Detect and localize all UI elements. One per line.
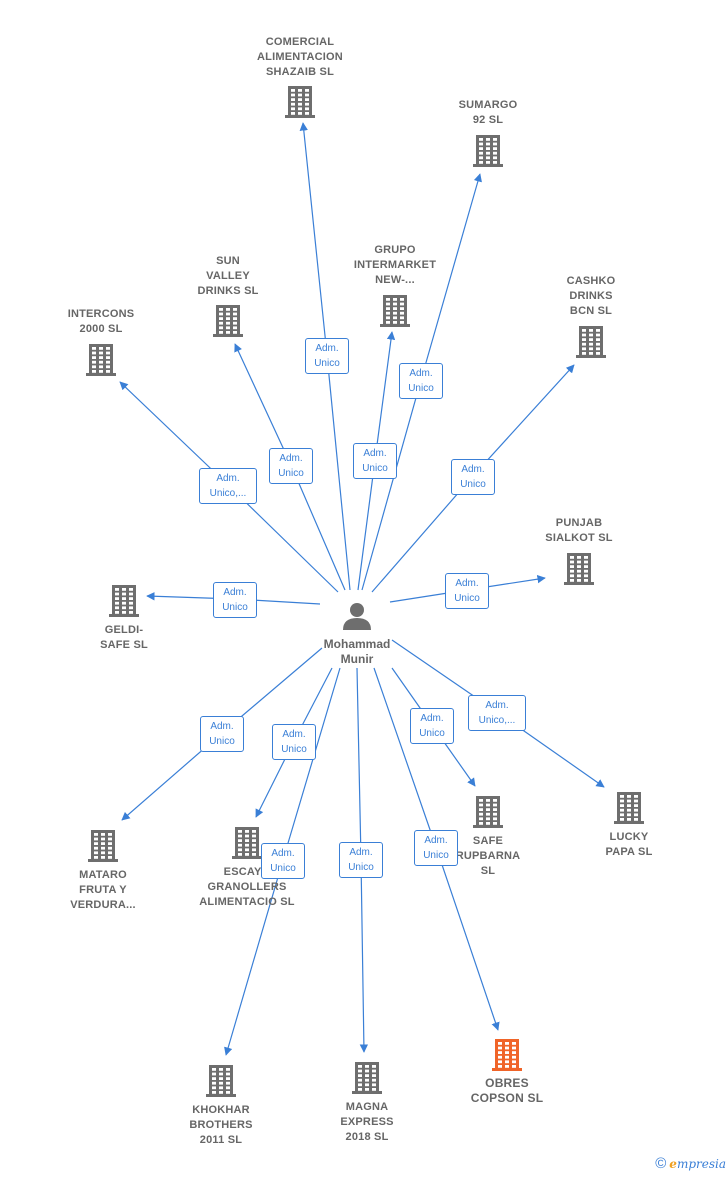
role-badge-comercial-alimentacion-shazaib[interactable]: Adm. Unico	[305, 338, 349, 374]
role-badge-geldi-safe[interactable]: Adm. Unico	[213, 582, 257, 618]
company-label-escayo-granollers[interactable]: ESCAYO GRANOLLERS ALIMENTACIO SL	[199, 866, 295, 908]
sun-valley-drinks-building-icon[interactable]	[213, 305, 243, 337]
company-label-cashko-drinks-bcn[interactable]: CASHKO DRINKS BCN SL	[566, 275, 616, 317]
company-label-magna-express[interactable]: MAGNA EXPRESS 2018 SL	[340, 1101, 394, 1143]
role-badge-escayo-granollers[interactable]: Adm. Unico	[272, 724, 316, 760]
company-label-khokhar-brothers[interactable]: KHOKHAR BROTHERS 2011 SL	[189, 1104, 253, 1146]
company-label-punjab-sialkot[interactable]: PUNJAB SIALKOT SL	[545, 517, 613, 544]
mataro-fruta-building-icon[interactable]	[88, 830, 118, 862]
nodes-layer	[86, 86, 644, 1097]
cashko-drinks-bcn-building-icon[interactable]	[576, 326, 606, 358]
company-label-mataro-fruta[interactable]: MATARO FRUTA Y VERDURA...	[70, 869, 136, 911]
company-label-obres-copson[interactable]: OBRES COPSON SL	[470, 1076, 544, 1105]
geldi-safe-building-icon[interactable]	[109, 585, 139, 617]
role-badge-khokhar-brothers[interactable]: Adm. Unico	[261, 843, 305, 879]
role-badge-magna-express[interactable]: Adm. Unico	[339, 842, 383, 878]
khokhar-brothers-building-icon[interactable]	[206, 1065, 236, 1097]
person-name-label[interactable]: Mohammad Munir	[323, 637, 391, 666]
company-label-geldi-safe[interactable]: GELDI- SAFE SL	[100, 624, 148, 651]
role-badge-grupo-intermarket[interactable]: Adm. Unico	[353, 443, 397, 479]
role-badge-mataro-fruta[interactable]: Adm. Unico	[200, 716, 244, 752]
sumargo-92-building-icon[interactable]	[473, 135, 503, 167]
role-badge-sumargo-92[interactable]: Adm. Unico	[399, 363, 443, 399]
company-label-sumargo-92[interactable]: SUMARGO 92 SL	[458, 99, 518, 126]
comercial-alimentacion-shazaib-building-icon[interactable]	[285, 86, 315, 118]
company-label-grupo-intermarket[interactable]: GRUPO INTERMARKET NEW-...	[353, 244, 437, 286]
company-label-intercons-2000[interactable]: INTERCONS 2000 SL	[67, 308, 135, 335]
intercons-2000-building-icon[interactable]	[86, 344, 116, 376]
copyright-symbol: ©	[655, 1155, 667, 1172]
role-badge-intercons-2000[interactable]: Adm. Unico,...	[199, 468, 257, 504]
role-badge-obres-copson[interactable]: Adm. Unico	[414, 830, 458, 866]
brand-name: mpresia	[676, 1157, 726, 1171]
magna-express-building-icon[interactable]	[352, 1062, 382, 1094]
company-label-safe-rupbarna[interactable]: SAFE RUPBARNA SL	[455, 835, 521, 877]
person-icon[interactable]	[343, 603, 371, 630]
role-badge-sun-valley-drinks[interactable]: Adm. Unico	[269, 448, 313, 484]
obres-copson-building-icon[interactable]	[492, 1039, 522, 1071]
role-badge-cashko-drinks-bcn[interactable]: Adm. Unico	[451, 459, 495, 495]
role-badge-punjab-sialkot[interactable]: Adm. Unico	[445, 573, 489, 609]
escayo-granollers-building-icon[interactable]	[232, 827, 262, 859]
brand-initial: e	[669, 1157, 677, 1171]
company-label-sun-valley-drinks[interactable]: SUN VALLEY DRINKS SL	[197, 255, 259, 297]
safe-rupbarna-building-icon[interactable]	[473, 796, 503, 828]
grupo-intermarket-building-icon[interactable]	[380, 295, 410, 327]
punjab-sialkot-building-icon[interactable]	[564, 553, 594, 585]
company-label-lucky-papa[interactable]: LUCKY PAPA SL	[605, 831, 653, 858]
footer-credit: ©empresia	[655, 1155, 726, 1172]
brand-logo[interactable]: empresia	[669, 1157, 726, 1171]
role-badge-lucky-papa[interactable]: Adm. Unico,...	[468, 695, 526, 731]
lucky-papa-building-icon[interactable]	[614, 792, 644, 824]
company-label-comercial-alimentacion-shazaib[interactable]: COMERCIAL ALIMENTACION SHAZAIB SL	[257, 36, 343, 78]
role-badge-safe-rupbarna[interactable]: Adm. Unico	[410, 708, 454, 744]
